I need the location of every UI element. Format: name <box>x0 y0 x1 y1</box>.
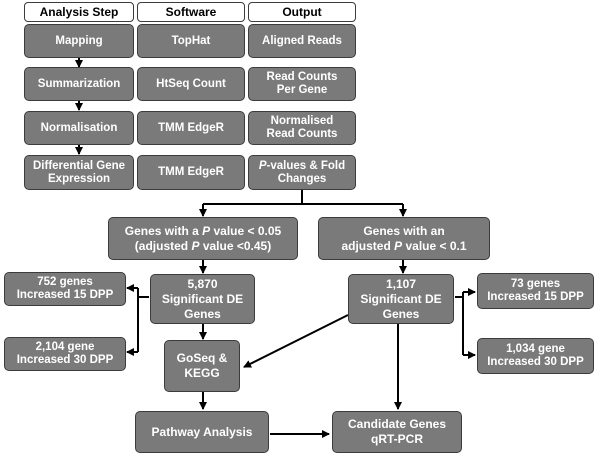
output-read-counts: Read Counts Per Gene <box>248 67 356 101</box>
right-1034-line2: Increased 30 DPP <box>487 356 584 368</box>
output-normalised-line1: Normalised <box>270 115 334 127</box>
right-1034-line1: 1,034 gene <box>506 343 565 355</box>
filter-left-l1a: Genes with a <box>124 223 203 238</box>
filter-right-p: P <box>394 238 403 253</box>
step-deg-line2: Expression <box>48 172 110 185</box>
filter-right-line1: Genes with an <box>363 223 445 238</box>
filter-right-l2a: adjusted <box>341 238 395 253</box>
header-software-label: Software <box>165 5 217 19</box>
output-normalised-counts: Normalised Read Counts <box>248 111 356 145</box>
step-normalisation: Normalisation <box>24 111 134 145</box>
software-tmm-edger-2: TMM EdgeR <box>137 155 245 190</box>
output-aligned-reads-label: Aligned Reads <box>262 34 342 47</box>
header-software: Software <box>137 2 245 22</box>
output-aligned-reads: Aligned Reads <box>248 24 356 58</box>
step-mapping: Mapping <box>24 24 134 58</box>
output-read-counts-line1: Read Counts <box>266 71 338 83</box>
de-genes-left: 5,870 Significant DE Genes <box>150 274 255 324</box>
output-normalised-line2: Read Counts <box>266 128 338 140</box>
step-summarization: Summarization <box>24 67 134 101</box>
header-analysis-step-label: Analysis Step <box>39 5 119 19</box>
filter-left-p1: P <box>202 223 211 238</box>
right-73-line1: 73 genes <box>510 278 561 290</box>
goseq-line1: GoSeq & <box>176 351 228 365</box>
de-genes-right: 1,107 Significant DE Genes <box>348 274 454 324</box>
pathway-analysis: Pathway Analysis <box>135 411 269 453</box>
right-73-line2: Increased 15 DPP <box>487 291 584 303</box>
candidate-line2: qRT-PCR <box>371 432 423 446</box>
output-read-counts-line2: Per Gene <box>276 84 328 96</box>
header-output: Output <box>248 2 356 22</box>
filter-left-l2b: value <0.45) <box>199 238 272 253</box>
software-tmm-edger-1-label: TMM EdgeR <box>158 121 224 134</box>
software-tophat: TopHat <box>137 24 245 58</box>
de-left-count: 5,870 <box>187 276 218 291</box>
left-2104-genes: 2,104 gene Increased 30 DPP <box>4 337 126 371</box>
output-pvalues-line2: Changes <box>277 172 327 185</box>
filter-left-l1b: value < 0.05 <box>210 223 282 238</box>
candidate-line1: Candidate Genes <box>347 417 447 431</box>
p-symbol: P <box>258 159 267 172</box>
filter-left: Genes with a P value < 0.05 (adjusted P … <box>108 217 298 260</box>
right-1034-genes: 1,034 gene Increased 30 DPP <box>477 338 594 374</box>
filter-left-l2a: (adjusted <box>134 238 192 253</box>
software-htseq-label: HtSeq Count <box>156 77 226 90</box>
filter-right-l2b: value < 0.1 <box>402 238 467 253</box>
left-2104-line2: Increased 30 DPP <box>16 354 114 366</box>
step-differential-expression: Differential Gene Expression <box>24 155 134 190</box>
filter-left-p2: P <box>191 238 200 253</box>
de-right-line3: Genes <box>382 306 420 321</box>
left-2104-line1: 2,104 gene <box>35 341 95 353</box>
software-tmm-edger-2-label: TMM EdgeR <box>158 166 224 178</box>
step-summarization-label: Summarization <box>37 77 121 90</box>
step-deg-line1: Differential Gene <box>32 159 126 172</box>
arrow-de-right-to-goseq <box>243 314 349 368</box>
goseq-kegg: GoSeq & KEGG <box>164 340 240 392</box>
filter-left-line2: (adjusted P value <0.45) <box>135 239 271 254</box>
de-left-line2: Significant DE <box>161 291 244 306</box>
de-left-line3: Genes <box>184 306 221 321</box>
filter-right: Genes with an adjusted P value < 0.1 <box>318 217 490 260</box>
goseq-line2: KEGG <box>184 366 220 380</box>
step-mapping-label: Mapping <box>55 34 103 47</box>
right-73-genes: 73 genes Increased 15 DPP <box>477 273 594 309</box>
software-tmm-edger-1: TMM EdgeR <box>137 111 245 145</box>
left-752-line2: Increased 15 DPP <box>16 289 114 301</box>
filter-left-line1: Genes with a P value < 0.05 <box>125 224 281 239</box>
output-pvalues-fold: P-values & Fold Changes <box>248 155 356 190</box>
step-normalisation-label: Normalisation <box>40 121 118 134</box>
output-pvalues-line1: P-values & Fold <box>259 160 345 173</box>
candidate-genes: Candidate Genes qRT-PCR <box>332 411 462 453</box>
software-tophat-label: TopHat <box>171 34 211 47</box>
left-752-genes: 752 genes Increased 15 DPP <box>4 272 126 306</box>
header-analysis-step: Analysis Step <box>24 2 134 22</box>
de-right-line2: Significant DE <box>360 291 442 306</box>
software-htseq: HtSeq Count <box>137 67 245 101</box>
de-right-count: 1,107 <box>385 276 417 291</box>
header-output-label: Output <box>282 5 322 19</box>
output-pvalues-rest: -values & Fold <box>266 159 346 172</box>
filter-right-line2: adjusted P value < 0.1 <box>341 239 466 254</box>
left-752-line1: 752 genes <box>37 276 93 288</box>
pathway-label: Pathway Analysis <box>151 424 253 439</box>
